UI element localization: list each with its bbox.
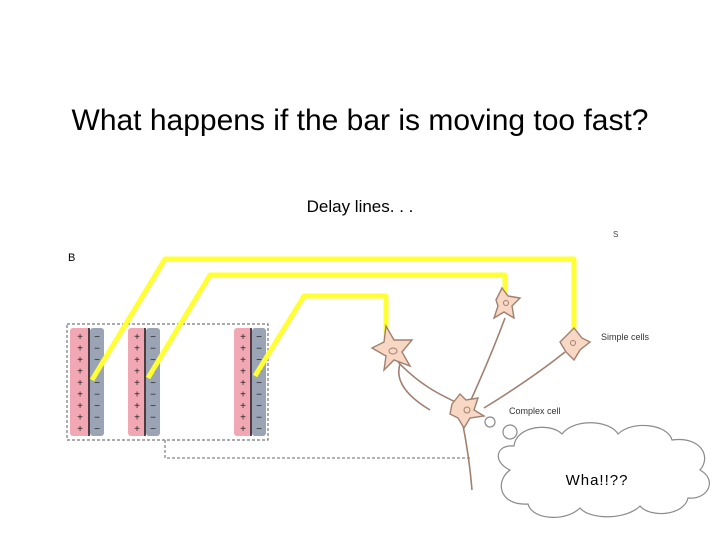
on-region (128, 328, 146, 436)
off-region (252, 328, 266, 436)
minus-sign: − (94, 355, 100, 366)
slide-title: What happens if the bar is moving too fa… (71, 104, 649, 137)
bubble-dot-small (484, 416, 496, 428)
minus-sign: − (94, 332, 100, 343)
cell-nuclei (388, 300, 576, 414)
thought-text: Wha!!?? (566, 472, 629, 489)
plus-sign: + (240, 424, 246, 435)
complex-cell (449, 392, 487, 430)
plus-sign: + (77, 401, 83, 412)
simple-cell-2 (492, 286, 522, 320)
on-region (234, 328, 252, 436)
minus-sign: − (150, 355, 156, 366)
plus-sign: + (77, 332, 83, 343)
minus-sign: − (150, 344, 156, 355)
panel-label-b: B (68, 252, 75, 264)
plus-sign: + (134, 332, 140, 343)
plus-sign: + (134, 344, 140, 355)
minus-sign: − (94, 401, 100, 412)
plus-sign: + (134, 424, 140, 435)
minus-sign: − (256, 424, 262, 435)
plus-sign: + (240, 332, 246, 343)
plus-sign: + (134, 367, 140, 378)
plus-sign: + (240, 355, 246, 366)
plus-sign: + (134, 390, 140, 401)
on-region (70, 328, 90, 436)
minus-sign: − (150, 332, 156, 343)
receptive-field-1 (70, 328, 104, 436)
plus-sign: + (77, 413, 83, 424)
plus-sign: + (77, 378, 83, 389)
plus-sign: + (77, 344, 83, 355)
minus-sign: − (150, 413, 156, 424)
plus-sign: + (134, 355, 140, 366)
complex-cell-label: Complex cell (509, 406, 561, 416)
minus-sign: − (256, 355, 262, 366)
plus-sign: + (240, 378, 246, 389)
simple-cells-label: Simple cells (601, 332, 650, 342)
plus-sign: + (240, 390, 246, 401)
minus-sign: − (256, 332, 262, 343)
plus-sign: + (240, 367, 246, 378)
plus-sign: + (134, 413, 140, 424)
minus-sign: − (150, 390, 156, 401)
plus-sign: + (240, 344, 246, 355)
minus-sign: − (150, 401, 156, 412)
corner-label-s: S (613, 230, 618, 239)
polarity-signs: +−+−+−+−+−+−+−+−+−+−+−+−+−+−+−+−+−+−+−+−… (77, 332, 262, 435)
plus-sign: + (134, 401, 140, 412)
plus-sign: + (240, 413, 246, 424)
thought-bubble (484, 416, 710, 518)
minus-sign: − (94, 344, 100, 355)
delay-lines-caption: Delay lines. . . (306, 197, 414, 216)
minus-sign: − (150, 378, 156, 389)
bubble-dot-medium (502, 424, 518, 440)
minus-sign: − (256, 390, 262, 401)
off-region (90, 328, 104, 436)
plus-sign: + (77, 367, 83, 378)
minus-sign: − (256, 344, 262, 355)
plus-sign: + (134, 378, 140, 389)
delay-line-long (89, 256, 577, 382)
plus-sign: + (77, 390, 83, 401)
receptive-field-2 (128, 328, 160, 436)
minus-sign: − (94, 413, 100, 424)
off-region (146, 328, 160, 436)
minus-sign: − (256, 401, 262, 412)
minus-sign: − (150, 424, 156, 435)
minus-sign: − (256, 413, 262, 424)
pooling-line (164, 440, 470, 459)
plus-sign: + (77, 355, 83, 366)
minus-sign: − (94, 424, 100, 435)
minus-sign: − (94, 390, 100, 401)
plus-sign: + (240, 401, 246, 412)
bubble-cloud (497, 422, 710, 518)
minus-sign: − (94, 378, 100, 389)
delay-lines (89, 256, 577, 382)
delay-line-short (252, 293, 389, 378)
minus-sign: − (256, 378, 262, 389)
delay-line-medium (145, 272, 508, 380)
stimulus-frame (66, 323, 269, 441)
receptive-field-3 (234, 328, 266, 436)
plus-sign: + (77, 424, 83, 435)
